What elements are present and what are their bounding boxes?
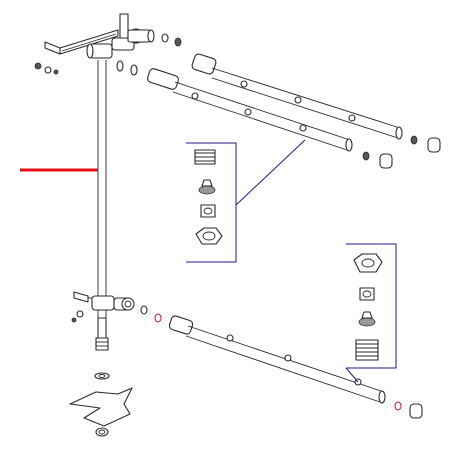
lower-tee-fitting (91, 295, 135, 311)
lower-washers (71, 305, 162, 323)
nozzle (198, 179, 216, 195)
square-fitting (200, 204, 216, 218)
hex-nut (353, 253, 383, 273)
bottom-plate (69, 387, 133, 427)
lower-detail-callout (345, 243, 397, 383)
upper-spray-arm-front (147, 68, 353, 152)
threaded-insert (355, 339, 379, 361)
upper-spray-arm-back (191, 53, 403, 140)
top-tee-fitting (86, 28, 155, 59)
lower-end-caps (394, 401, 423, 419)
upper-end-caps (362, 135, 441, 169)
threaded-insert (194, 149, 216, 165)
nozzle (358, 311, 376, 327)
lower-spray-arm (168, 315, 386, 404)
top-mounting-bracket (44, 13, 129, 55)
square-fitting (359, 287, 375, 301)
upper-detail-callout (186, 139, 306, 263)
bottom-washer (94, 372, 110, 380)
top-washers (34, 33, 182, 76)
riser-bottom-connector (95, 317, 109, 351)
bottom-nut (95, 427, 109, 437)
hex-nut (195, 227, 223, 245)
vertical-riser-pipe (97, 60, 107, 318)
